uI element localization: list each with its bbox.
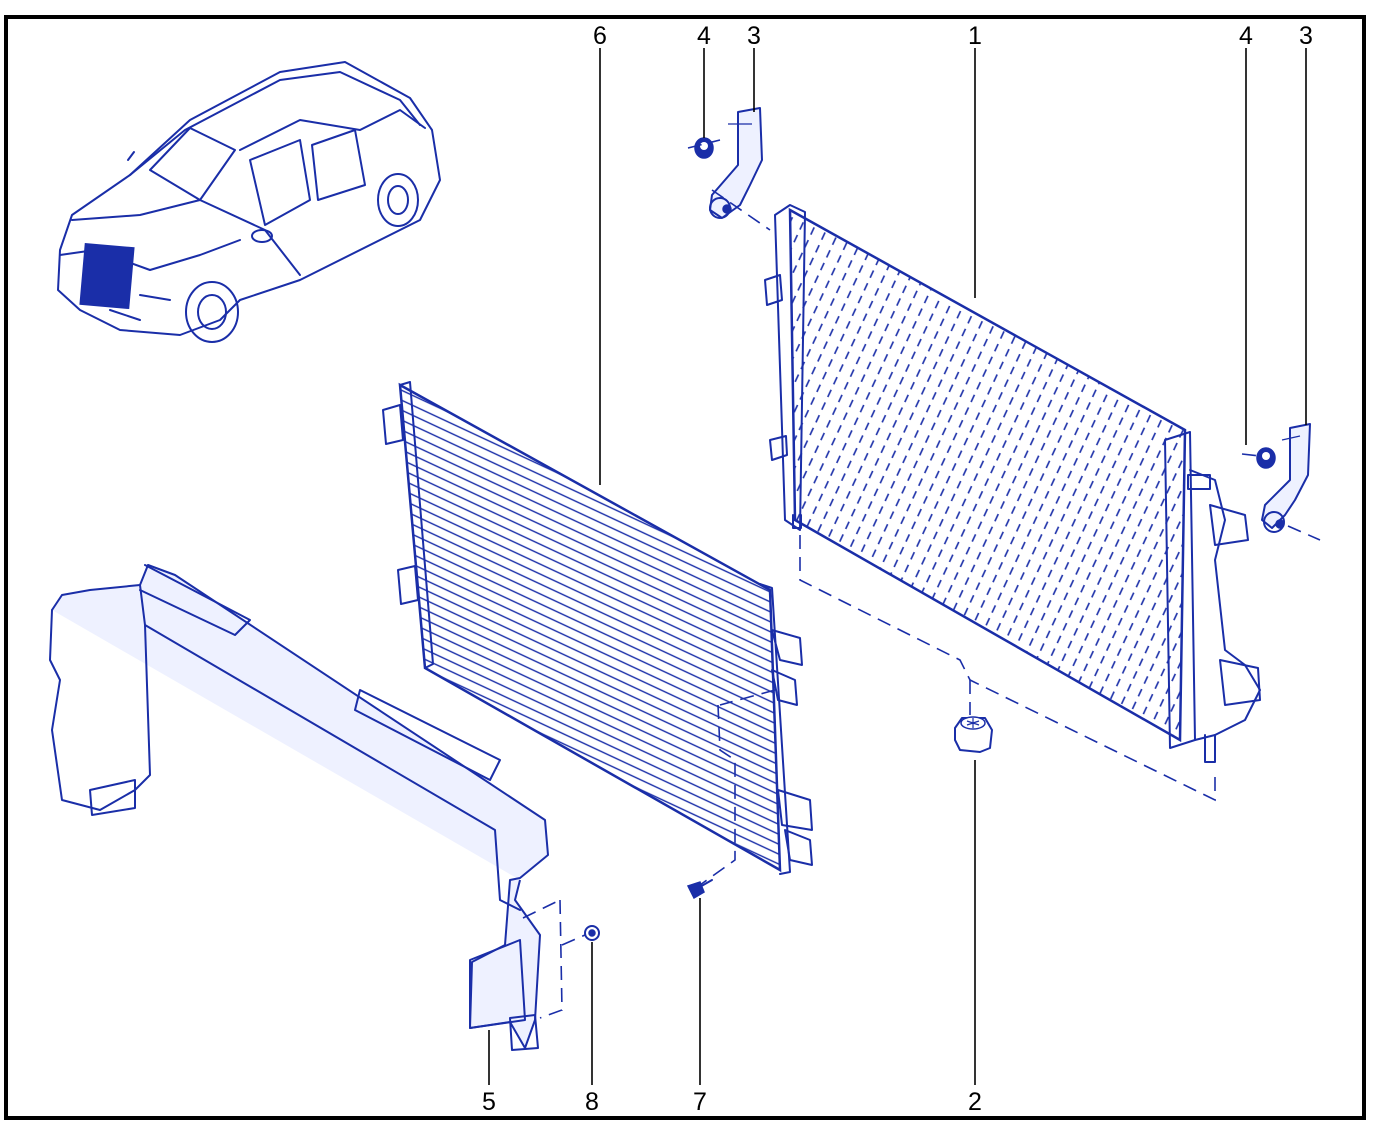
diagram-frame	[4, 15, 1366, 1120]
callout-label: 4	[1239, 22, 1253, 50]
callout-label: 1	[968, 22, 982, 50]
rubber-mount-part-2	[954, 716, 993, 753]
mounting-bracket-left-part-3	[709, 107, 763, 219]
leader-lines	[488, 48, 1307, 1085]
bolt-part-7	[686, 879, 713, 900]
callout-label: 7	[693, 1088, 707, 1116]
callout-label: 5	[482, 1088, 496, 1116]
callout-label: 6	[593, 22, 607, 50]
assembly-lines	[522, 139, 1321, 1019]
condenser-part-6	[382, 381, 813, 875]
callout-label: 4	[697, 22, 711, 50]
nut-right-part-4	[1256, 447, 1276, 469]
grille-icon	[79, 242, 135, 310]
air-deflector-part-5	[49, 564, 549, 1051]
callout-label: 3	[1299, 22, 1313, 50]
radiator-part-1	[764, 204, 1261, 763]
nut-left-part-4	[694, 137, 714, 159]
clip-part-8	[584, 925, 600, 941]
mounting-bracket-right-part-3	[1261, 423, 1311, 533]
callout-labels: 6 4 3 1 4 3 5 8 7 2	[482, 22, 1313, 1116]
callout-label: 2	[968, 1088, 982, 1116]
callout-label: 3	[747, 22, 761, 50]
rear-wheel-icon	[377, 173, 419, 227]
front-wheel-icon	[185, 281, 239, 343]
car-illustration	[57, 61, 441, 343]
callout-label: 8	[585, 1088, 599, 1116]
